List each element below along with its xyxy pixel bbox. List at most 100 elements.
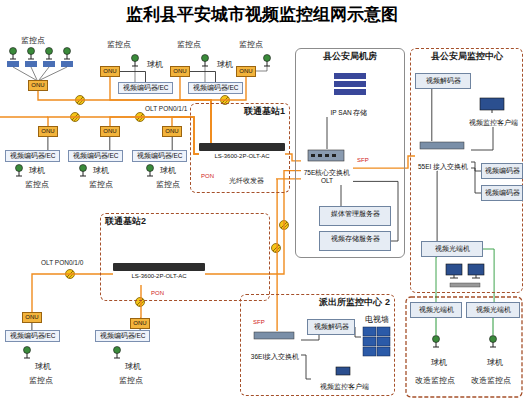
site-outline [406, 297, 522, 397]
network-link [327, 117, 328, 149]
device-box: 视频光端机 [466, 302, 520, 318]
site-region: 派出所监控中心 2 36EI接入交换机 视频解码器 电视墙视频监控客户端 [240, 294, 395, 396]
network-link [471, 127, 493, 150]
onu-box: ONU [38, 126, 58, 137]
device-box: 视频光端机 [421, 241, 483, 257]
node-label: 75E核心交换机OLT [301, 169, 353, 185]
network-link [471, 162, 481, 171]
free-label: 监控点 [20, 36, 46, 45]
node-label: 视频光端机 [424, 245, 480, 253]
free-label: PON [150, 289, 165, 298]
device-node: IP SAN 存储 [319, 71, 379, 117]
node-label: 视频编码器/EC [98, 332, 147, 340]
encoder-box: 视频编码器/EC [132, 150, 187, 162]
network-link [285, 154, 301, 161]
node-label: LS-3600-2P-OLT-AC [113, 273, 205, 280]
encoder-box: 视频编码器/EC [5, 150, 60, 162]
region-heading: 联通基站2 [105, 216, 146, 227]
region-heading: 县公安局机房 [296, 51, 404, 62]
device-node: 55EI 接入交换机 [415, 141, 471, 171]
node-label: 视频光端机 [469, 306, 517, 314]
node-label: 视频监控客户端 [311, 383, 377, 391]
encoder-box: 视频编码器/EC [68, 150, 123, 162]
node-label: 视频编码器 [484, 189, 520, 197]
onu-box: ONU [170, 66, 190, 77]
free-label: 球机 [216, 60, 234, 69]
node-label: ONU [30, 82, 46, 89]
free-label: 球机 [28, 166, 46, 175]
node-label: ONU [24, 314, 40, 321]
device-box: 媒体管理服务器 [319, 206, 391, 226]
node-label: 视频存储服务器 [322, 235, 388, 243]
free-label: 球机 [92, 166, 110, 175]
encoder-box: 视频编码器/EC [5, 330, 60, 342]
onu-box: ONU [100, 66, 120, 77]
free-label: 监控点 [176, 40, 202, 49]
free-label: 球机 [34, 362, 52, 371]
node-label: 视频编码器/EC [135, 152, 184, 160]
site-region: 县公安局机房 IP SAN 存储 75E核心交换机OLT 媒体管理服务器视频存储服务器 [295, 48, 405, 258]
node-label: 视频编码器 [484, 167, 520, 175]
network-link [47, 137, 48, 150]
free-label: 球机 [486, 358, 504, 367]
olt-chassis [113, 263, 205, 271]
node-label: ONU [238, 68, 254, 75]
top-left-cameras [7, 48, 73, 81]
node-label: 视频编码器/EC [191, 84, 240, 92]
free-label: 监控点 [24, 180, 50, 189]
network-link [353, 156, 415, 168]
fiber-line [0, 116, 48, 117]
node-label: ONU [102, 68, 118, 75]
network-link [471, 168, 481, 193]
switch-icon [420, 142, 464, 149]
network-link [341, 185, 342, 206]
network-link [31, 323, 32, 330]
network-link [120, 72, 146, 83]
network-link [190, 72, 216, 83]
node-label: 36EI接入交换机 [249, 353, 301, 361]
network-link [276, 179, 301, 331]
network-link [437, 171, 438, 241]
free-label: 监控点 [238, 40, 264, 49]
node-label: 媒体管理服务器 [322, 210, 388, 218]
node-label: 视频光端机 [413, 306, 459, 314]
onu-box: ONU [236, 66, 256, 77]
device-node: 75E核心交换机OLT [301, 149, 353, 185]
network-link [431, 89, 432, 141]
video-wall: 电视墙 [361, 315, 393, 359]
site-region: 县公安局监控中心视频解码器视频监控客户端55EI 接入交换机视频编码器视频编码器… [410, 48, 523, 293]
olt-device: LS-3600-2P-OLT-AC [113, 263, 205, 285]
node-label: 电视墙 [361, 315, 393, 324]
ip-san-icon [334, 73, 366, 95]
free-label: PON [200, 172, 215, 181]
olt-chassis [199, 143, 285, 151]
node-label: 55EI 接入交换机 [415, 163, 471, 171]
free-label: 改造监控点 [470, 376, 512, 385]
encoder-box: 视频编码器/EC [118, 82, 173, 94]
olt-device: LS-3600-2P-OLT-AC [199, 143, 285, 165]
free-label: 监控点 [118, 376, 144, 385]
free-label: 球机 [146, 60, 164, 69]
device-node: 视频监控客户端 [311, 367, 377, 391]
encoder-box: 视频编码器/EC [188, 82, 243, 94]
device-box: 视频编码器 [481, 163, 523, 179]
onu-box: ONU [162, 126, 182, 137]
device-box: 视频解码器 [307, 319, 355, 335]
free-label: SFP [252, 318, 266, 327]
network-link [205, 171, 301, 274]
tv-wall-tiles [363, 327, 390, 356]
free-label: 球机 [159, 166, 177, 175]
region-heading: 派出所监控中心 2 [319, 297, 390, 308]
free-label: 改造监控点 [414, 376, 456, 385]
node-label: LS-3600-2P-OLT-AC [199, 153, 285, 160]
onu-box: ONU [28, 80, 48, 91]
onu-box: ONU [100, 126, 120, 137]
site-region: 联通基站2LS-3600-2P-OLT-AC [100, 213, 270, 301]
free-label: 光纤收发器 [228, 176, 265, 185]
network-link [172, 137, 173, 150]
node-label: 视频解码器 [310, 323, 352, 331]
node-label: ONU [172, 68, 188, 75]
node-label: 视频解码器 [418, 77, 468, 85]
device-box: 视频编码器 [481, 185, 523, 201]
onu-box: ONU [130, 318, 150, 329]
